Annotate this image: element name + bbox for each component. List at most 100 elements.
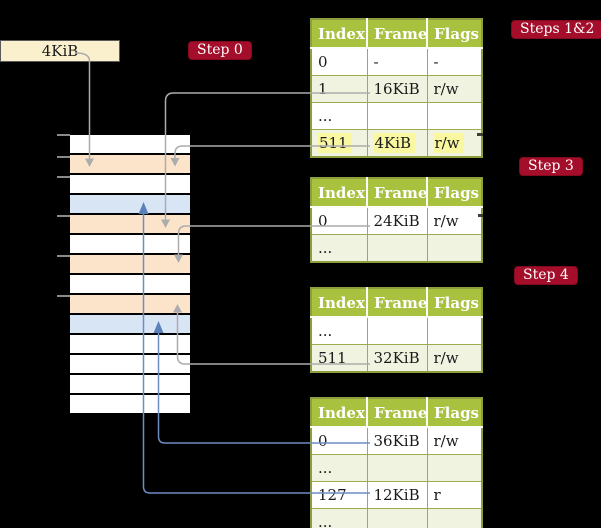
badge-step-0: Step 0 <box>188 41 252 60</box>
table-row: 511 32KiB r/w <box>310 344 483 373</box>
row-marker-dash <box>477 133 483 136</box>
memory-cell-white <box>70 275 190 295</box>
cell-index: 511 <box>310 129 368 158</box>
cell-flags: r <box>426 481 483 509</box>
col-header-index: Index <box>311 19 368 49</box>
memory-cell-white <box>70 175 190 195</box>
cell-flags: r/w <box>426 129 483 158</box>
ruler-tick <box>57 176 70 178</box>
memory-cell-white <box>70 235 190 255</box>
cell-index: 0 <box>310 206 368 235</box>
cell-flags: r/w <box>426 344 483 373</box>
page-table-1: Index Frame Flags 0 - - 1 16KiB r/w ... … <box>310 18 483 158</box>
page-table-2: Index Frame Flags 0 24KiB r/w ... <box>310 177 483 263</box>
highlighted-value: 4KiB <box>373 133 416 153</box>
table-row: ... <box>310 102 483 130</box>
col-header-index: Index <box>311 398 368 428</box>
cell-frame <box>366 508 428 528</box>
cell-flags <box>426 234 483 263</box>
page-table-3: Index Frame Flags ... 511 32KiB r/w <box>310 287 483 373</box>
cell-frame <box>366 454 428 482</box>
ruler-tick <box>57 215 70 217</box>
cell-flags: r/w <box>426 75 483 103</box>
col-header-frame: Frame <box>367 178 428 208</box>
table-header-row: Index Frame Flags <box>311 19 482 49</box>
page-table-4: Index Frame Flags 0 36KiB r/w ... 127 12… <box>310 397 483 528</box>
badge-step-3-label: Step 3 <box>528 158 574 174</box>
table-row-highlighted: 511 4KiB r/w <box>310 129 483 158</box>
col-header-frame: Frame <box>367 288 428 318</box>
memory-cell-white <box>70 395 190 415</box>
badge-step-0-label: Step 0 <box>197 42 243 58</box>
col-header-flags: Flags <box>427 19 482 49</box>
badge-step-4: Step 4 <box>514 266 578 285</box>
frame-size-box: 4KiB <box>0 40 120 62</box>
col-header-frame: Frame <box>367 19 428 49</box>
cell-frame: 32KiB <box>366 344 428 373</box>
cell-index: ... <box>310 234 368 263</box>
cell-index: 511 <box>310 344 368 373</box>
ruler-tick <box>57 295 70 297</box>
col-header-flags: Flags <box>427 398 482 428</box>
table-row: 1 16KiB r/w <box>310 75 483 103</box>
memory-cell-peach <box>70 155 190 175</box>
table-row: 127 12KiB r <box>310 481 483 509</box>
table-row: ... <box>310 316 483 345</box>
cell-frame: 12KiB <box>366 481 428 509</box>
cell-index: ... <box>310 316 368 345</box>
cell-flags <box>426 508 483 528</box>
cell-flags: - <box>426 47 483 76</box>
col-header-flags: Flags <box>427 178 482 208</box>
badge-steps-1-2-label: Steps 1&2 <box>520 21 595 37</box>
table-row: 0 - - <box>310 47 483 76</box>
cell-index: ... <box>310 454 368 482</box>
memory-cell-white <box>70 335 190 355</box>
memory-cell-peach <box>70 215 190 235</box>
frame-size-label: 4KiB <box>41 42 79 60</box>
col-header-flags: Flags <box>427 288 482 318</box>
table-row: ... <box>310 234 483 263</box>
col-header-index: Index <box>311 178 368 208</box>
highlighted-value: 511 <box>318 133 352 153</box>
badge-steps-1-2: Steps 1&2 <box>511 20 601 39</box>
ruler-tick <box>57 156 70 158</box>
cell-frame <box>366 102 428 130</box>
memory-cell-white <box>70 375 190 395</box>
highlighted-value: r/w <box>433 133 464 153</box>
memory-cell-white <box>70 355 190 375</box>
cell-index: ... <box>310 508 368 528</box>
cell-frame: 4KiB <box>366 129 428 158</box>
cell-frame: 16KiB <box>366 75 428 103</box>
table-row: 0 36KiB r/w <box>310 426 483 455</box>
ruler-tick <box>57 134 70 136</box>
row-marker-dash <box>478 214 483 217</box>
memory-column <box>70 135 190 415</box>
cell-frame <box>366 316 428 345</box>
cell-flags: r/w <box>426 426 483 455</box>
cell-flags <box>426 454 483 482</box>
table-row: ... <box>310 508 483 528</box>
cell-flags: r/w <box>426 206 483 235</box>
cell-index: 127 <box>310 481 368 509</box>
cell-index: 0 <box>310 47 368 76</box>
cell-flags <box>426 316 483 345</box>
table-header-row: Index Frame Flags <box>311 398 482 428</box>
table-header-row: Index Frame Flags <box>311 178 482 208</box>
table-row: ... <box>310 454 483 482</box>
memory-cell-white <box>70 135 190 155</box>
memory-cell-peach <box>70 295 190 315</box>
badge-step-3: Step 3 <box>519 157 583 176</box>
col-header-index: Index <box>311 288 368 318</box>
badge-step-4-label: Step 4 <box>523 267 569 283</box>
cell-index: ... <box>310 102 368 130</box>
cell-frame: 24KiB <box>366 206 428 235</box>
cell-frame <box>366 234 428 263</box>
col-header-frame: Frame <box>367 398 428 428</box>
table-row: 0 24KiB r/w <box>310 206 483 235</box>
cell-index: 0 <box>310 426 368 455</box>
table-header-row: Index Frame Flags <box>311 288 482 318</box>
cell-flags <box>426 102 483 130</box>
memory-cell-blue <box>70 195 190 215</box>
cell-frame: 36KiB <box>366 426 428 455</box>
